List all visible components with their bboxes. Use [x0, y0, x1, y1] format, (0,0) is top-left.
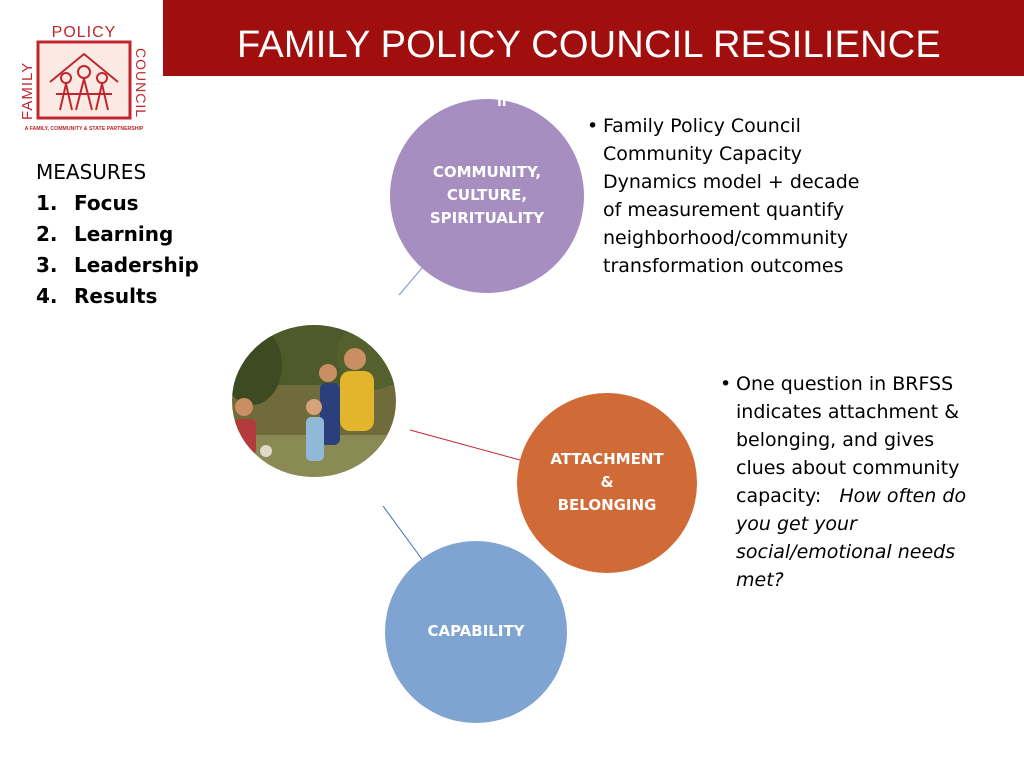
- list-item: 4.Results: [36, 284, 158, 308]
- family-policy-council-logo: POLICY FAMILY COUNCIL A FAMILY, COMMUNIT…: [20, 20, 148, 138]
- list-item: 2.Learning: [36, 222, 174, 246]
- community-circle-mark: ıı: [497, 94, 507, 110]
- measures-list: MEASURES 1.Focus 2.Learning 3.Leadership…: [36, 160, 199, 312]
- logo-top-text: POLICY: [52, 24, 117, 41]
- brfss-question-bullet: • One question in BRFSS indicates attach…: [720, 370, 1016, 594]
- attachment-circle-label: ATTACHMENT & BELONGING: [550, 450, 664, 514]
- community-capacity-bullet: • Family Policy Council Community Capaci…: [587, 112, 903, 280]
- community-circle-label: COMMUNITY, CULTURE, SPIRITUALITY: [429, 163, 545, 227]
- attachment-circle: [517, 393, 697, 573]
- slide-title: FAMILY POLICY COUNCIL RESILIENCE: [237, 24, 941, 66]
- logo-left-text: FAMILY: [20, 62, 36, 120]
- capability-circle-label: CAPABILITY: [427, 622, 525, 640]
- brfss-question: How often do: [839, 485, 967, 507]
- connector-capability: [382, 505, 425, 563]
- measures-heading: MEASURES: [36, 160, 147, 184]
- logo-right-text: COUNCIL: [133, 48, 148, 118]
- list-item: 3.Leadership: [36, 253, 199, 277]
- community-circle: [390, 99, 584, 293]
- list-item: 1.Focus: [36, 191, 139, 215]
- logo-bottom-text: A FAMILY, COMMUNITY & STATE PARTNERSHIP: [25, 126, 144, 132]
- title-bar: [163, 0, 1024, 76]
- capability-circle: [385, 541, 567, 723]
- bullet-marker: •: [720, 373, 732, 395]
- connector-attachment: [409, 429, 521, 461]
- bullet-marker: •: [587, 115, 599, 137]
- connector-community: [398, 267, 423, 296]
- logo-house-icon: [49, 52, 119, 111]
- family-photo: [232, 325, 396, 477]
